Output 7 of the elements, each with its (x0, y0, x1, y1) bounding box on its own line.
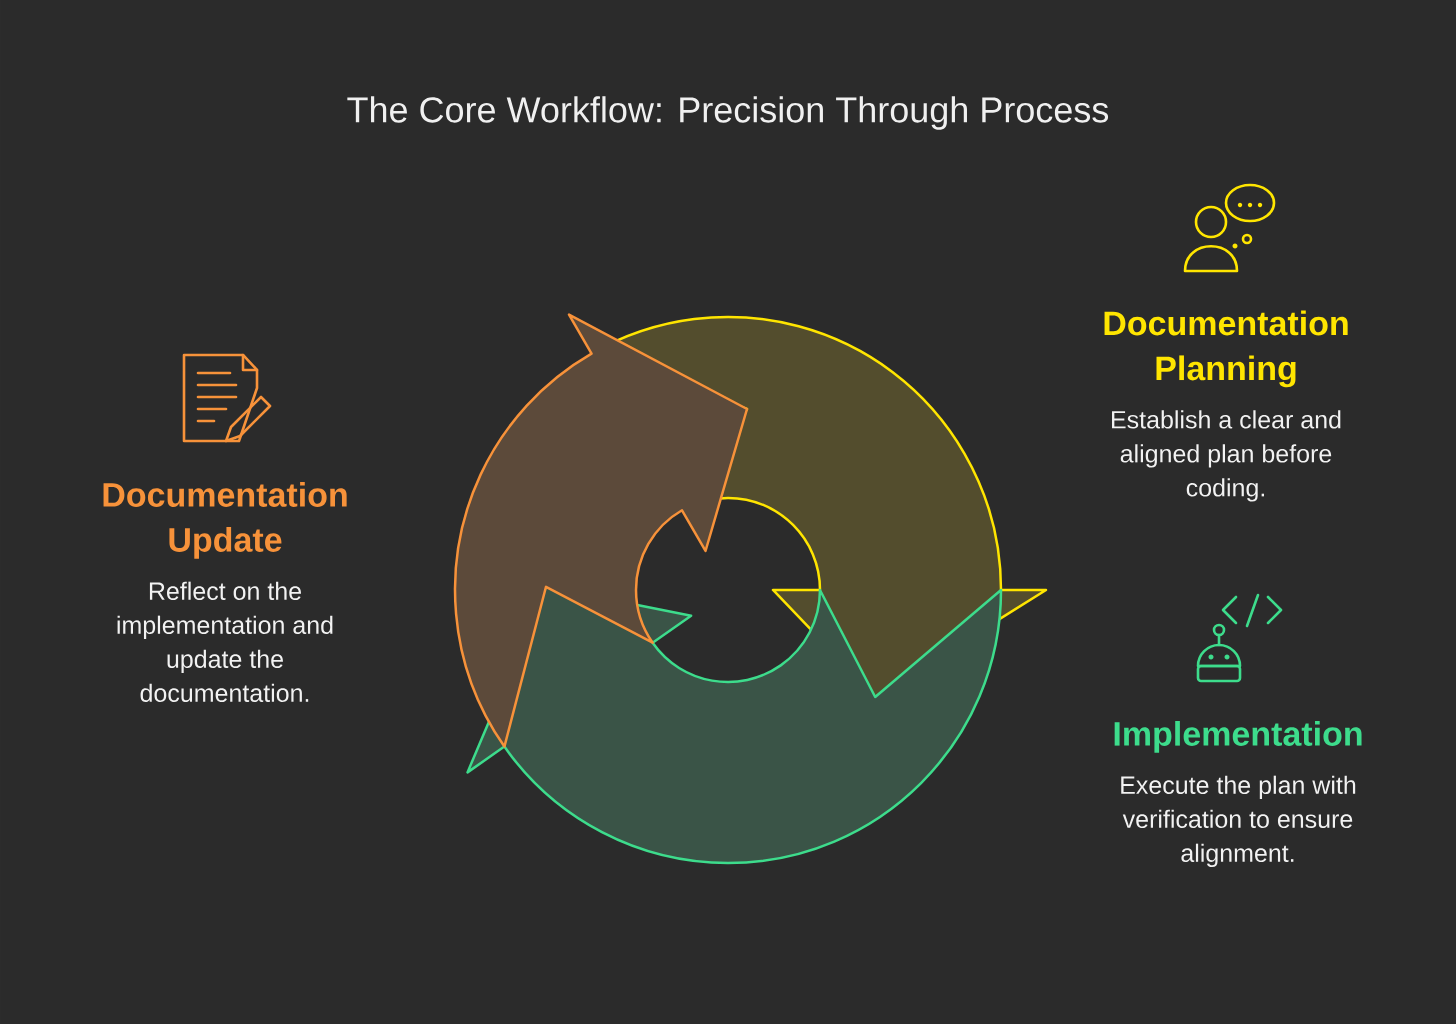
step-description: Execute the plan with verification to ensure alignment. (1121, 775, 1356, 867)
step-heading: Documentation Planning (1104, 310, 1348, 388)
step-description: Reflect on the implementation and update the documentation. (117, 581, 333, 702)
title: The Core Workflow: Precision Through Process (347, 96, 1109, 130)
step-heading: Documentation Update (103, 481, 347, 559)
step-heading: Implementation (1114, 721, 1362, 753)
step-description: Establish a clear and aligned plan before coding. (1112, 410, 1341, 502)
